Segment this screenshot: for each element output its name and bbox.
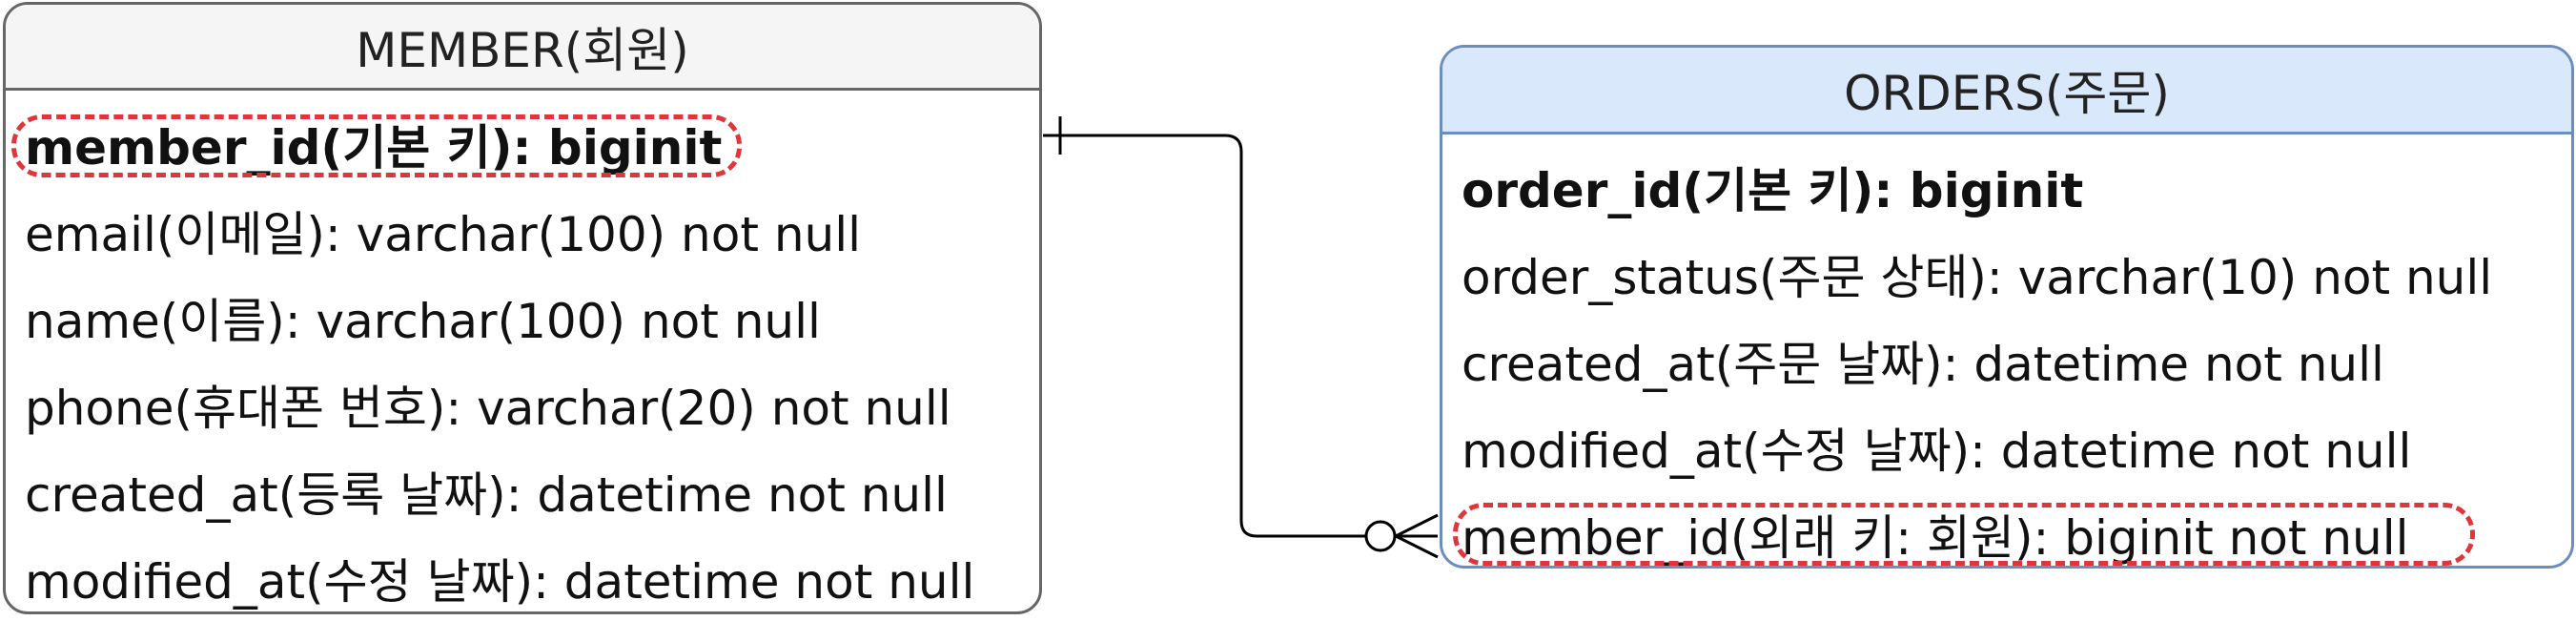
crowfoot-lower-prong <box>1395 534 1439 559</box>
member-created-at-field: created_at(등록 날짜): datetime not null <box>25 467 948 523</box>
zero-cardinality-circle <box>1364 520 1397 552</box>
member-modified-at-field: modified_at(수정 날짜): datetime not null <box>25 554 975 610</box>
order-status-field: order_status(주문 상태): varchar(10) not nul… <box>1462 250 2493 305</box>
orders-entity[interactable]: ORDERS(주문) order_id(기본 키): biginit order… <box>1440 45 2574 569</box>
order-created-at-field: created_at(주문 날짜): datetime not null <box>1462 337 2384 392</box>
phone-field: phone(휴대폰 번호): varchar(20) not null <box>25 381 951 436</box>
crowfoot-upper-prong <box>1395 513 1439 538</box>
email-field: email(이메일): varchar(100) not null <box>25 207 861 262</box>
member-entity[interactable]: MEMBER(회원) member_id(기본 키): biginit emai… <box>3 2 1042 614</box>
order-id-field: order_id(기본 키): biginit <box>1462 163 2084 218</box>
name-field: name(이름): varchar(100) not null <box>25 294 821 349</box>
relationship-line <box>1043 134 1380 538</box>
member-entity-title: MEMBER(회원) <box>6 5 1039 91</box>
member-id-field: member_id(기본 키): biginit <box>25 120 723 176</box>
order-member-id-field: member_id(외래 키: 회원): biginit not null <box>1462 510 2409 566</box>
order-modified-at-field: modified_at(수정 날짜): datetime not null <box>1462 424 2412 479</box>
orders-entity-title: ORDERS(주문) <box>1442 48 2571 135</box>
